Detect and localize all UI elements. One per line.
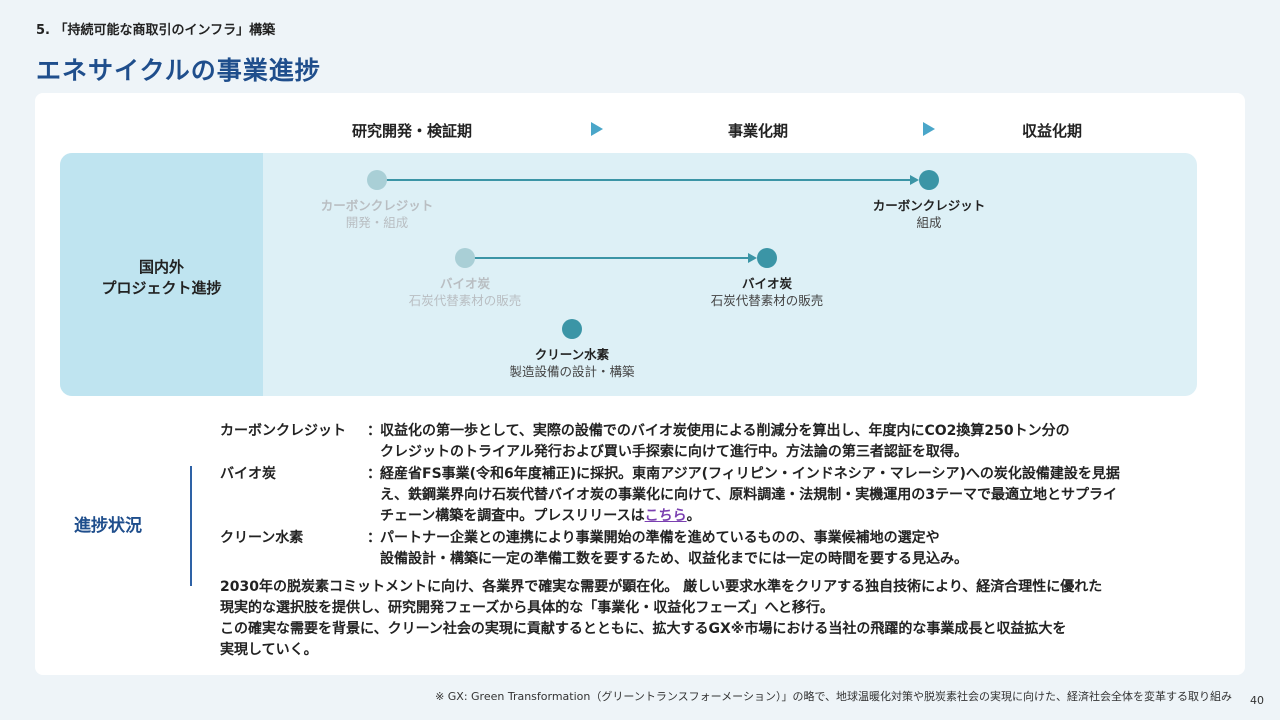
carbon-end-dot	[919, 170, 939, 190]
status-text-line: 収益化の第一歩として、実際の設備でのバイオ炭使用による削減分を算出し、年度内にC…	[380, 423, 1070, 439]
status-colon: ：	[367, 530, 381, 546]
status-colon: ：	[367, 466, 381, 482]
band-label-line1: 国内外	[138, 258, 184, 276]
summary-line: 実現していく。	[220, 642, 318, 658]
status-text-line: 経産省FS事業(令和6年度補正)に採択。東南アジア(フィリピン・インドネシア・マ…	[380, 466, 1120, 482]
summary-line: 現実的な選択肢を提供し、研究開発フェーズから具体的な「事業化・収益化フェーズ」へ…	[220, 600, 834, 616]
hydrogen-title: クリーン水素	[534, 347, 610, 362]
carbon-connector	[386, 179, 912, 181]
biochar-end-sub: 石炭代替素材の販売	[710, 293, 824, 308]
status-text-line: 設備設計・構築に一定の準備工数を要するため、収益化までには一定の時間を要する見込…	[380, 551, 968, 567]
progress-band: 国内外 プロジェクト進捗	[60, 153, 1197, 396]
biochar-end-title: バイオ炭	[741, 276, 792, 291]
carbon-start-title: カーボンクレジット	[320, 198, 434, 213]
biochar-start-sub: 石炭代替素材の販売	[408, 293, 522, 308]
footnote: ※ GX: Green Transformation（グリーントランスフォーメー…	[435, 690, 1232, 703]
status-divider	[190, 466, 192, 586]
status-text-prefix: チェーン構築を調査中。プレスリリースは	[380, 508, 645, 524]
status-term-hydrogen: クリーン水素	[220, 530, 304, 546]
phase-rnd: 研究開発・検証期	[352, 122, 473, 140]
band-label-line2: プロジェクト進捗	[101, 279, 222, 297]
biochar-start-dot	[455, 248, 475, 268]
hydrogen-dot	[562, 319, 582, 339]
section-label: 5. 「持続可能な商取引のインフラ」構築	[36, 23, 276, 38]
status-text-line: パートナー企業との連携により事業開始の準備を進めているものの、事業候補地の選定や	[380, 530, 940, 546]
carbon-end-sub: 組成	[916, 215, 942, 230]
phase-arrow-icon	[591, 122, 603, 136]
phase-arrow-icon	[923, 122, 935, 136]
hydrogen-sub: 製造設備の設計・構築	[509, 364, 635, 379]
biochar-end-dot	[757, 248, 777, 268]
status-text-line: クレジットのトライアル発行および買い手探索に向けて進行中。方法論の第三者認証を取…	[380, 444, 968, 460]
status-text-line: チェーン構築を調査中。プレスリリースはこちら。	[380, 505, 701, 525]
biochar-connector	[474, 257, 750, 259]
phase-commercialization: 事業化期	[728, 122, 789, 140]
carbon-start-sub: 開発・組成	[345, 215, 409, 230]
status-term-carbon: カーボンクレジット	[220, 423, 346, 439]
status-colon: ：	[367, 423, 381, 439]
page-title: エネサイクルの事業進捗	[36, 56, 321, 85]
band-label-panel: 国内外 プロジェクト進捗	[60, 153, 263, 396]
status-text-suffix: 。	[686, 508, 701, 524]
phase-monetization: 収益化期	[1022, 122, 1083, 140]
carbon-end-title: カーボンクレジット	[872, 198, 986, 213]
carbon-start-dot	[367, 170, 387, 190]
status-term-biochar: バイオ炭	[220, 466, 276, 482]
status-label: 進捗状況	[74, 516, 142, 536]
page-number: 40	[1250, 694, 1264, 707]
biochar-start-title: バイオ炭	[439, 276, 490, 291]
arrow-head-icon	[748, 253, 757, 263]
summary-line: この確実な需要を背景に、クリーン社会の実現に貢献するとともに、拡大するGX※市場…	[220, 621, 1067, 637]
arrow-head-icon	[910, 175, 919, 185]
status-text-line: え、鉄鋼業界向け石炭代替バイオ炭の事業化に向けて、原料調達・法規制・実機運用の3…	[380, 487, 1118, 503]
press-release-link[interactable]: こちら	[644, 508, 687, 524]
summary-line: 2030年の脱炭素コミットメントに向け、各業界で確実な需要が顕在化。 厳しい要求…	[220, 579, 1103, 595]
